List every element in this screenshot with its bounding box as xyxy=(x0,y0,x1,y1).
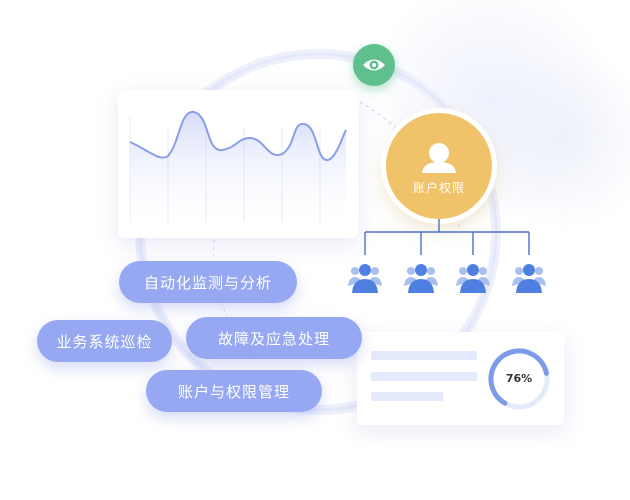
pill-system-inspection[interactable]: 业务系统巡检 xyxy=(37,320,172,362)
gauge-value: 76% xyxy=(505,372,533,385)
progress-bar xyxy=(371,372,477,381)
person-group-icon[interactable] xyxy=(511,260,547,296)
progress-bar xyxy=(371,392,443,401)
gauge-icon xyxy=(488,348,550,410)
person-group-icon[interactable] xyxy=(455,260,491,296)
pill-account-permission-mgmt[interactable]: 账户与权限管理 xyxy=(146,370,322,412)
user-icon xyxy=(422,143,456,173)
background-glow xyxy=(480,40,630,240)
person-group-icon[interactable] xyxy=(347,260,383,296)
gauge-card: 76% xyxy=(357,332,564,425)
eye-badge[interactable] xyxy=(353,44,395,86)
account-permission-node[interactable]: 账户权限 xyxy=(386,113,492,219)
account-permission-label: 账户权限 xyxy=(412,181,465,195)
person-group-icon[interactable] xyxy=(403,260,439,296)
pill-fault-emergency[interactable]: 故障及应急处理 xyxy=(186,317,362,359)
eye-icon xyxy=(363,59,385,71)
line-chart-card xyxy=(118,90,358,238)
pill-automation-monitoring[interactable]: 自动化监测与分析 xyxy=(119,261,297,303)
progress-bar xyxy=(371,351,477,360)
chart-icon xyxy=(129,111,347,222)
